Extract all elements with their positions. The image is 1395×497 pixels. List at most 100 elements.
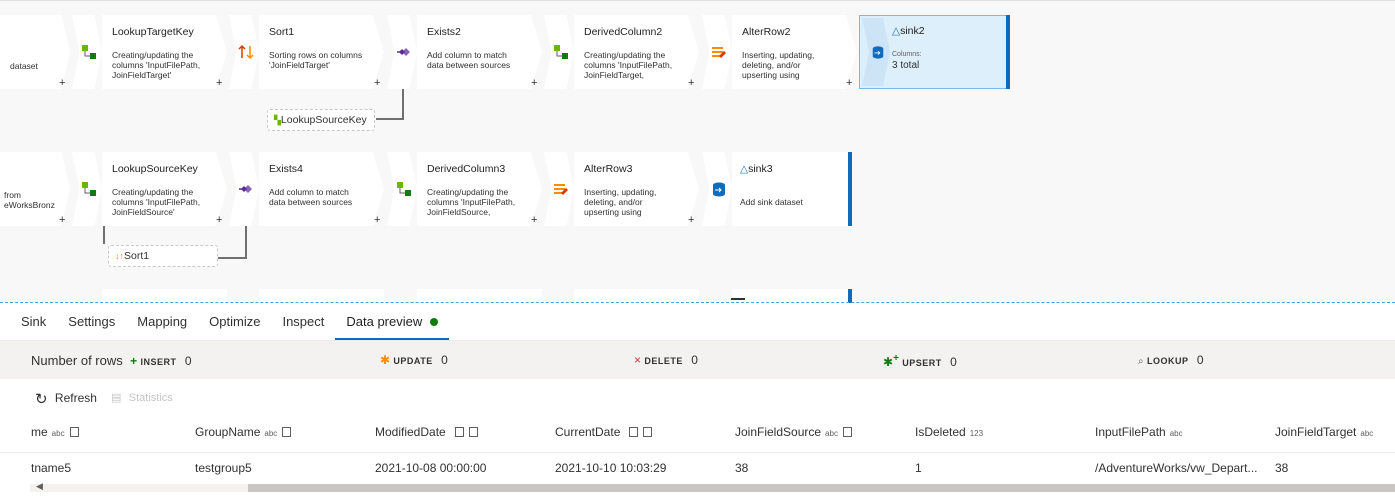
branch-lookupsourcekey[interactable]: ▚LookupSourceKey [267,109,375,131]
copy-icon[interactable] [842,427,852,437]
node-exists2[interactable]: Exists2 Add column to match data between… [417,15,542,89]
row-counts-bar: Number of rows + INSERT 0 ✱ UPDATE 0 × D… [0,341,1395,379]
alter-row-icon [712,47,726,58]
add-transform-button[interactable]: + [531,77,538,89]
tab-sink[interactable]: Sink [21,314,47,329]
table-cell: 2021-10-08 00:00:00 [375,461,487,475]
sink-columns-label: Columns: [892,51,922,58]
lookup-node-icon[interactable] [72,152,102,226]
panel-splitter[interactable] [0,302,1395,303]
node-description: dataset [10,61,38,71]
node-exists4[interactable]: Exists4 Add column to match data between… [259,152,384,226]
calendar-type-icon [629,427,639,437]
node-title: AlterRow3 [584,163,633,175]
add-transform-button[interactable]: + [846,77,853,89]
add-transform-button[interactable]: + [374,214,381,226]
partial-node[interactable] [259,289,384,303]
alter-row-node-icon[interactable] [702,15,732,89]
node-lookuptargetkey[interactable]: LookupTargetKey Creating/updating the co… [102,15,227,89]
tab-optimize[interactable]: Optimize [209,314,261,329]
tab-settings[interactable]: Settings [68,314,116,329]
connector-line [245,226,247,258]
node-title: DerivedColumn3 [427,163,506,175]
count-delete: × DELETE 0 [634,353,698,367]
branch-sort1[interactable]: ↓↑Sort1 [108,245,218,267]
node-derivedcolumn3[interactable]: DerivedColumn3 Creating/updating the col… [417,152,542,226]
partial-node[interactable] [732,289,848,303]
node-sink2[interactable]: △sink2 Columns: 3 total [892,25,1002,85]
horizontal-scrollbar[interactable]: ◀ [30,477,1395,497]
table-cell: testgroup5 [195,461,252,475]
derived-column-node-icon[interactable] [544,15,574,89]
add-transform-button[interactable]: + [688,214,695,226]
calendar-type-icon [454,427,464,437]
delete-icon: × [634,353,642,367]
scrollbar-thumb[interactable] [248,484,1395,492]
lookup-node-icon[interactable] [72,15,102,89]
column-header[interactable]: ModifiedDate [375,425,478,439]
node-title: LookupSourceKey [112,163,198,175]
add-transform-button[interactable]: + [688,77,695,89]
node-title: Exists2 [427,26,461,38]
node-description: Creating/updating the columns 'InputFile… [112,50,201,80]
add-transform-button[interactable]: + [59,214,66,226]
lookup-icon [82,182,96,196]
table-cell: 1 [915,461,922,475]
tab-inspect[interactable]: Inspect [282,314,325,329]
refresh-button[interactable]: ↻ Refresh [35,391,97,408]
derived-column-node-icon[interactable] [387,152,417,226]
connector-line [376,118,404,120]
splitter-grip[interactable] [731,298,745,300]
partial-node[interactable] [417,289,542,303]
node-selection-bar [848,289,852,303]
tab-data-preview[interactable]: Data preview [335,314,450,340]
data-flow-canvas[interactable]: dataset + LookupTargetKey Creating/updat… [0,0,1395,303]
dataset-icon: △ [740,163,749,175]
add-transform-button[interactable]: + [216,214,223,226]
exists-node-icon[interactable] [387,15,417,89]
add-transform-button[interactable]: + [531,214,538,226]
node-title: △sink3 [740,163,773,175]
node-selection-bar [1006,15,1010,89]
node-alterrow3[interactable]: AlterRow3 Inserting, updating, deleting,… [574,152,699,226]
node-sink3[interactable]: △sink3 Add sink dataset [732,152,848,226]
tab-mapping[interactable]: Mapping [137,314,188,329]
add-transform-button[interactable]: + [216,77,223,89]
sink-node-icon[interactable] [862,18,890,86]
node-description: Creating/updating the columns 'InputFile… [584,50,673,80]
scroll-left-icon[interactable]: ◀ [36,481,43,491]
exists-icon [397,48,410,56]
table-cell: tname5 [31,461,72,475]
partial-node[interactable] [102,289,227,303]
partial-source-node[interactable]: dataset [0,15,70,89]
column-header[interactable]: CurrentDate [555,425,653,439]
copy-icon[interactable] [643,427,653,437]
node-derivedcolumn2[interactable]: DerivedColumn2 Creating/updating the col… [574,15,699,89]
exists-node-icon[interactable] [229,152,259,226]
node-sort1[interactable]: Sort1 Sorting rows on columns 'JoinField… [259,15,384,89]
sort-node-icon[interactable] [229,15,259,89]
partial-source-node[interactable]: from eWorksBronz [0,152,70,226]
alter-row-icon [554,184,568,195]
copy-icon[interactable] [282,427,292,437]
copy-icon[interactable] [468,427,478,437]
statistics-button[interactable]: ▤ Statistics [111,392,173,404]
node-description: Sorting rows on columns 'JoinFieldTarget… [269,50,363,70]
copy-icon[interactable] [69,427,79,437]
update-icon: ✱ [380,353,391,367]
node-lookupsourcekey[interactable]: LookupSourceKey Creating/updating the co… [102,152,227,226]
node-description: Add sink dataset [740,197,803,207]
add-transform-button[interactable]: + [374,77,381,89]
status-dot-icon [430,318,439,326]
node-alterrow2[interactable]: AlterRow2 Inserting, updating, deleting,… [732,15,857,89]
partial-node[interactable] [574,289,699,303]
alter-row-node-icon[interactable] [544,152,574,226]
add-transform-button[interactable]: + [59,77,66,89]
sink-node-icon[interactable] [702,152,732,226]
